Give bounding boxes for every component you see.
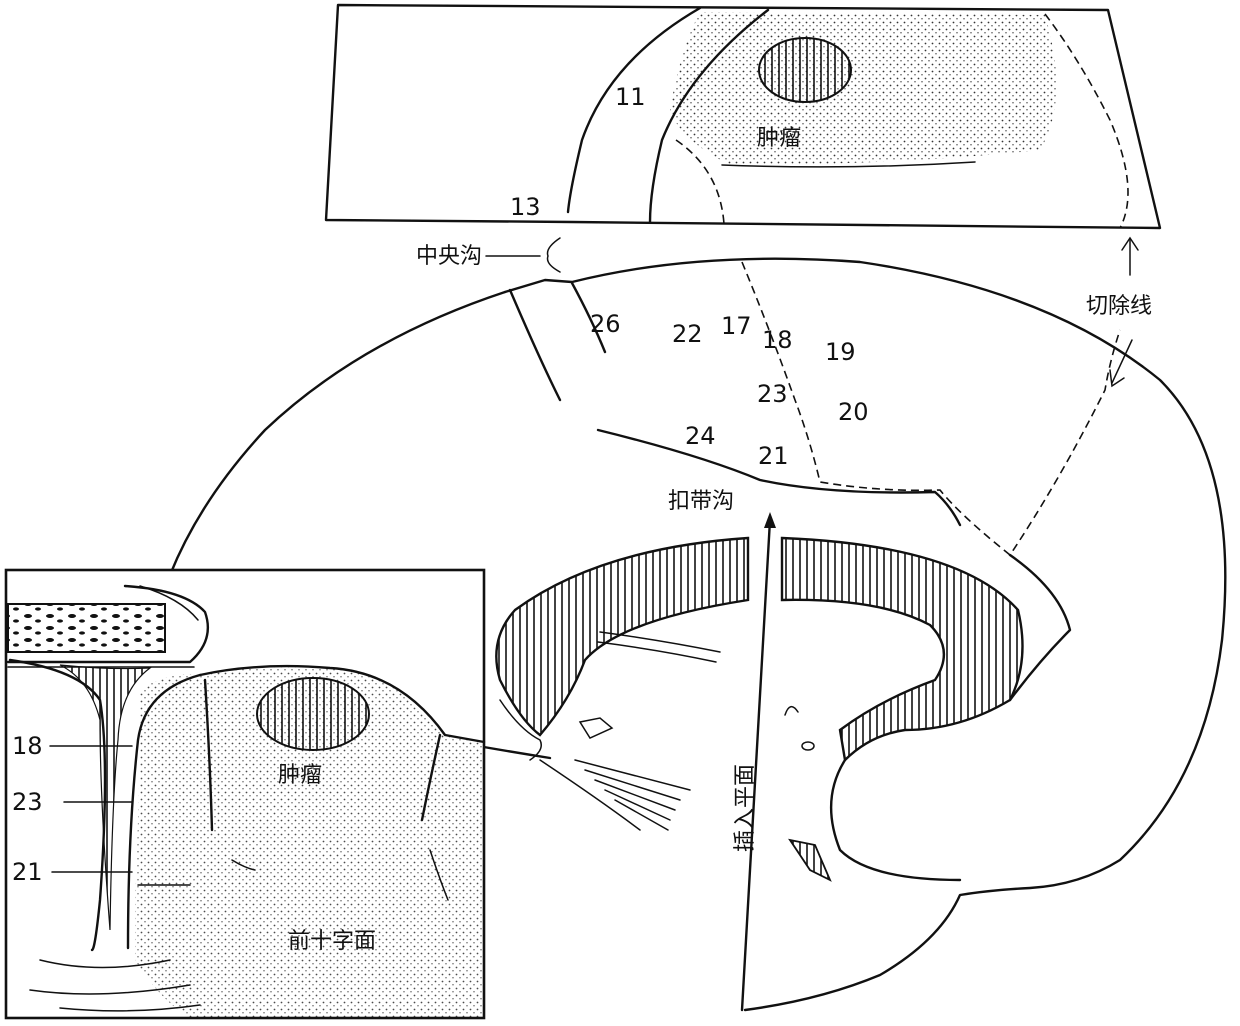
insertion-plane-label: 插入平面 (733, 764, 758, 852)
area-17: 17 (721, 312, 752, 340)
resected-slab (324, 3, 1162, 230)
area-26: 26 (590, 310, 621, 338)
brain-outline (168, 257, 1227, 1012)
anterior-cruciate-plane-label: 前十字面 (288, 929, 376, 954)
area-13: 13 (510, 193, 541, 221)
inset-area-23: 23 (12, 788, 43, 816)
cingulate-sulcus-label: 扣带沟 (668, 489, 734, 514)
area-23: 23 (757, 380, 788, 408)
insertion-plane-arrow (740, 512, 776, 1012)
area-18: 18 (762, 326, 793, 354)
area-11: 11 (615, 83, 646, 111)
area-19: 19 (825, 338, 856, 366)
resection-line-label: 切除线 (1086, 294, 1152, 319)
area-20: 20 (838, 398, 869, 426)
inset-area-21: 21 (12, 858, 43, 886)
inset-tumor (256, 677, 370, 751)
slab-tumor (758, 37, 852, 103)
central-sulcus-bracket (485, 237, 561, 273)
tumor-label-top: 肿瘤 (757, 126, 801, 151)
area-21: 21 (758, 442, 789, 470)
inset-area-18: 18 (12, 732, 43, 760)
tumor-label-inset: 肿瘤 (278, 763, 322, 788)
slab-stipple-region (670, 12, 1057, 165)
area-24: 24 (685, 422, 716, 450)
corpus-callosum (495, 536, 1072, 882)
area-22: 22 (672, 320, 703, 348)
resection-line-arrows (1109, 236, 1139, 388)
central-sulcus-label: 中央沟 (416, 244, 482, 269)
coronal-inset (4, 568, 486, 1020)
